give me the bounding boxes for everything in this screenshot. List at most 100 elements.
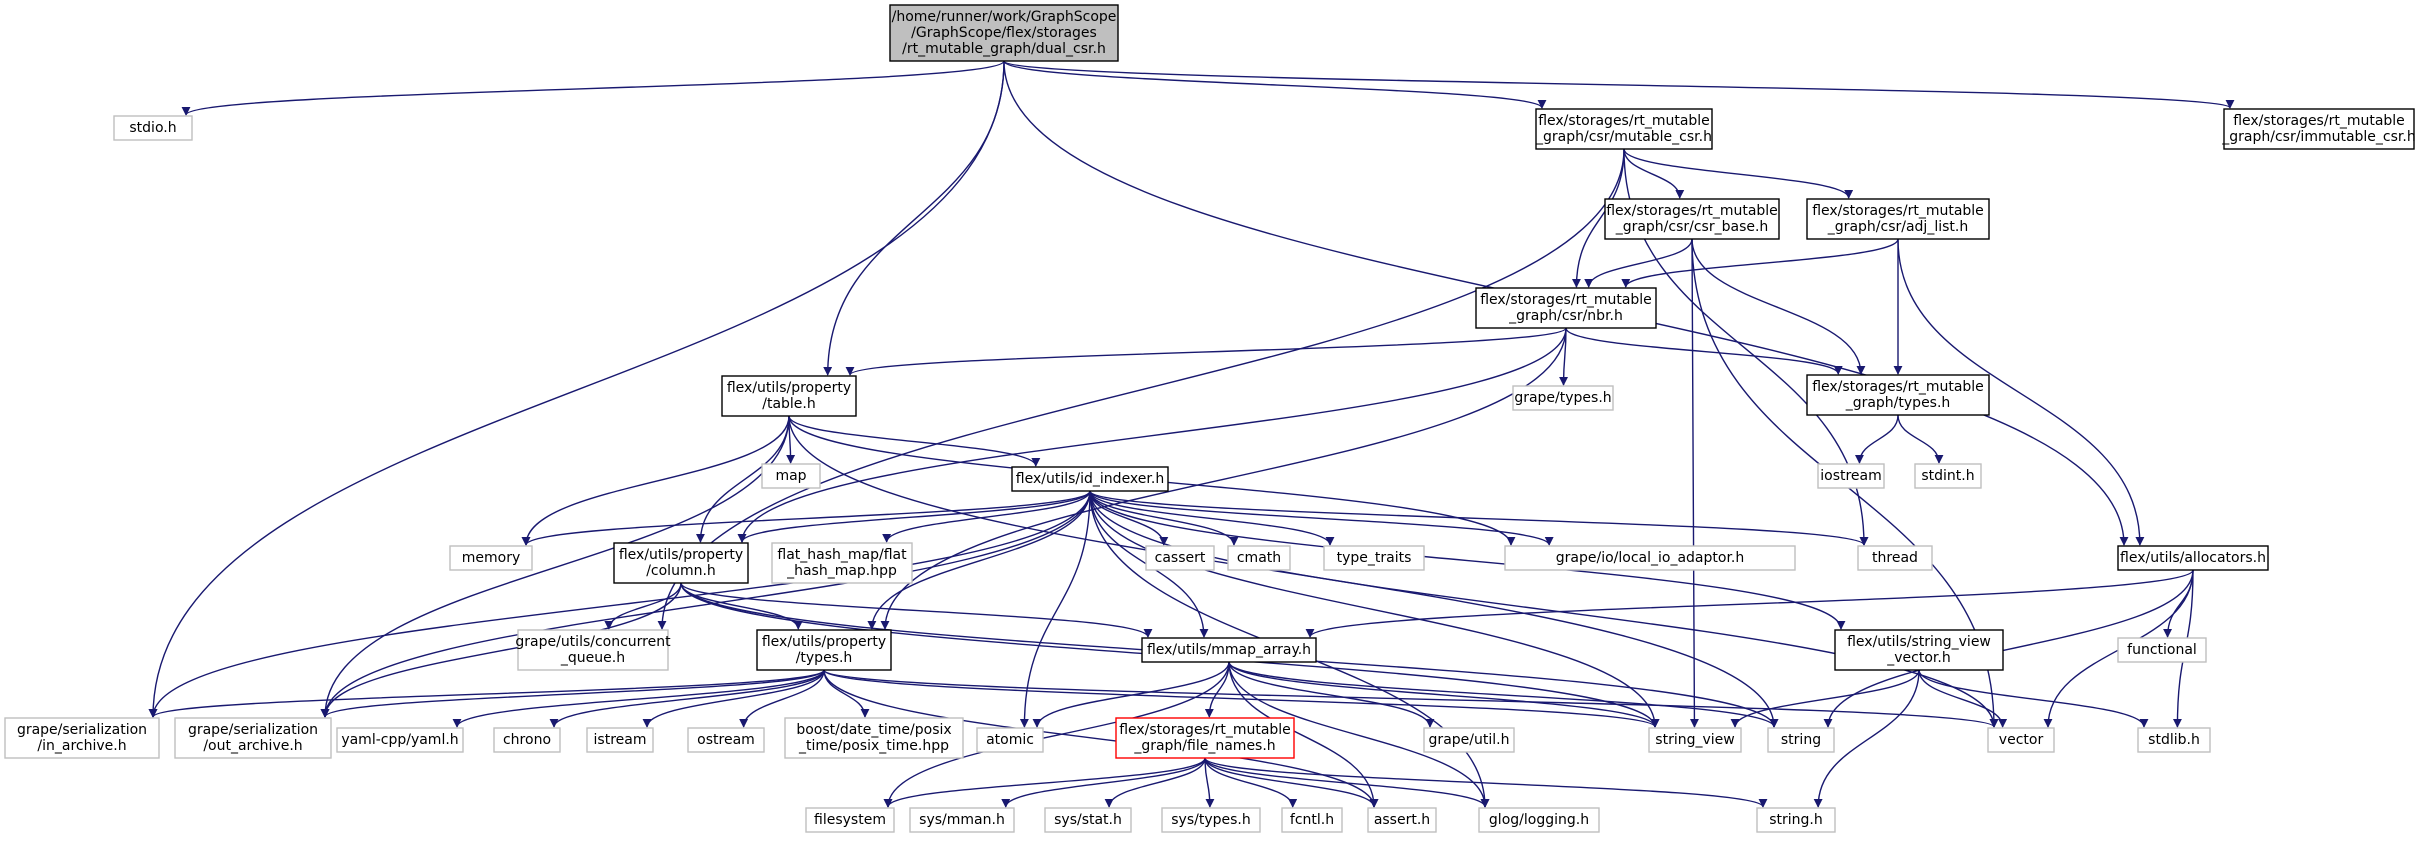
node-box-stdlib [2137,727,2211,753]
node-label-grape_util-0: grape/util.h [1429,732,1510,748]
node-file_names[interactable]: flex/storages/rt_mutable_graph/file_name… [1115,717,1295,759]
node-string_view: string_view [1648,727,1742,753]
node-label-immutable_csr-1: _graph/csr/immutable_csr.h [2221,129,2415,145]
node-label-vector-0: vector [1999,732,2044,748]
edge-sv_vector-to-vector [1918,669,2008,728]
edge-file_names-to-sys_types [1204,757,1215,808]
node-concurrent: grape/utils/concurrent_queue.h [515,629,671,671]
node-csr_base[interactable]: flex/storages/rt_mutable_graph/csr/csr_b… [1604,198,1780,240]
node-box-mutable_csr [1535,108,1713,150]
node-adj_list[interactable]: flex/storages/rt_mutable_graph/csr/adj_l… [1806,198,1990,240]
node-box-concurrent [517,629,669,671]
node-label-root-2: /rt_mutable_graph/dual_csr.h [902,41,1106,57]
node-mmap[interactable]: flex/utils/mmap_array.h [1141,637,1317,663]
node-box-map [761,463,821,489]
node-box-cassert [1145,545,1215,571]
edge-id_indexer-to-vector [1089,490,1999,728]
node-stdint: stdint.h [1914,463,1982,489]
node-allocators[interactable]: flex/utils/allocators.h [2117,545,2269,571]
node-type_traits: type_traits [1323,545,1425,571]
node-box-flat_hash [771,542,913,584]
node-label-sv_vector-1: _vector.h [1886,650,1950,666]
node-cassert: cassert [1145,545,1215,571]
node-local_io: grape/io/local_io_adaptor.h [1504,545,1796,571]
node-label-atomic-0: atomic [986,732,1034,748]
node-box-assert [1367,807,1437,833]
edge-id_indexer-to-string_view [1089,490,1660,728]
node-string: string [1767,727,1835,753]
node-box-posix_time [784,717,964,759]
edge-sv_vector-to-string_h [1813,669,1920,808]
node-box-cmath [1227,545,1291,571]
node-label-grape_types-0: grape/types.h [1514,390,1611,406]
node-label-type_traits-0: type_traits [1337,550,1412,566]
node-label-csr_base-1: _graph/csr/csr_base.h [1615,219,1769,235]
node-yaml: yaml-cpp/yaml.h [336,727,464,753]
edge-mmap-to-file_names [1204,661,1230,718]
node-stat: sys/stat.h [1044,807,1132,833]
node-grape_util: grape/util.h [1423,727,1515,753]
node-box-string [1767,727,1835,753]
node-stdio: stdio.h [113,115,193,141]
node-iostream: iostream [1817,463,1885,489]
node-label-flat_hash-1: _hash_map.hpp [786,563,897,579]
node-column[interactable]: flex/utils/property/column.h [613,542,749,584]
edge-file_names-to-mman [1001,757,1206,808]
edge-prop_types-to-assert [823,669,1379,808]
node-label-ostream-0: ostream [697,732,755,748]
node-prop_types[interactable]: flex/utils/property/types.h [756,629,892,671]
edge-root-to-stdio [181,60,1005,116]
node-box-root [889,4,1119,62]
node-box-grape_util [1423,727,1515,753]
node-label-memory-0: memory [462,550,521,566]
node-label-istream-0: istream [594,732,647,748]
edges-layer [148,60,2235,808]
node-label-chrono-0: chrono [503,732,551,748]
node-box-grape_types [1512,385,1614,411]
edge-root-to-immutable_csr [1003,60,2235,109]
node-box-local_io [1504,545,1796,571]
node-label-cmath-0: cmath [1237,550,1281,566]
node-mutable_csr[interactable]: flex/storages/rt_mutable_graph/csr/mutab… [1535,108,1713,150]
node-label-mman-0: sys/mman.h [919,812,1005,828]
node-label-csr_base-0: flex/storages/rt_mutable [1606,203,1778,219]
node-immutable_csr[interactable]: flex/storages/rt_mutable_graph/csr/immut… [2221,108,2416,150]
node-label-sv_vector-0: flex/utils/string_view [1847,634,1991,650]
node-label-concurrent-1: _queue.h [560,650,625,666]
node-box-allocators [2117,545,2269,571]
edge-file_names-to-filesystem [883,757,1206,808]
node-label-flat_hash-0: flat_hash_map/flat [777,547,907,563]
node-box-functional [2117,637,2207,663]
edge-file_names-to-fcntl [1204,757,1298,808]
node-sv_vector[interactable]: flex/utils/string_view_vector.h [1834,629,2004,671]
node-box-stat [1044,807,1132,833]
node-root[interactable]: /home/runner/work/GraphScope/GraphScope/… [889,4,1119,62]
edge-prop_types-to-string_view [823,669,1660,728]
node-box-stdio [113,115,193,141]
node-nbr[interactable]: flex/storages/rt_mutable_graph/csr/nbr.h [1475,287,1657,329]
node-rt_types[interactable]: flex/storages/rt_mutable_graph/types.h [1806,374,1990,416]
node-label-file_names-0: flex/storages/rt_mutable [1119,722,1291,738]
node-flat_hash: flat_hash_map/flat_hash_map.hpp [771,542,913,584]
edge-file_names-to-assert [1204,757,1379,808]
node-box-chrono [493,727,561,753]
node-label-map-0: map [775,468,806,484]
node-box-yaml [336,727,464,753]
node-box-out_archive [174,717,332,759]
node-label-concurrent-0: grape/utils/concurrent [515,634,671,650]
node-string_h: string.h [1756,807,1836,833]
edge-id_indexer-to-thread [1089,490,1869,546]
node-table[interactable]: flex/utils/property/table.h [721,375,857,417]
edge-mmap-to-string [1228,661,1779,728]
edge-id_indexer-to-sv_vector [1089,490,1846,630]
edge-rt_types-to-iostream [1854,414,1899,464]
edge-prop_types-to-out_archive [320,669,825,718]
edge-mmap-to-string_view [1228,661,1660,728]
edge-mmap-to-filesystem [883,661,1230,808]
edge-nbr-to-rt_types [1565,327,1843,375]
edge-nbr-to-prop_types [880,327,1567,630]
node-id_indexer[interactable]: flex/utils/id_indexer.h [1011,466,1169,492]
edge-root-to-table [823,60,1005,376]
edge-mmap-to-assert [1228,661,1379,808]
